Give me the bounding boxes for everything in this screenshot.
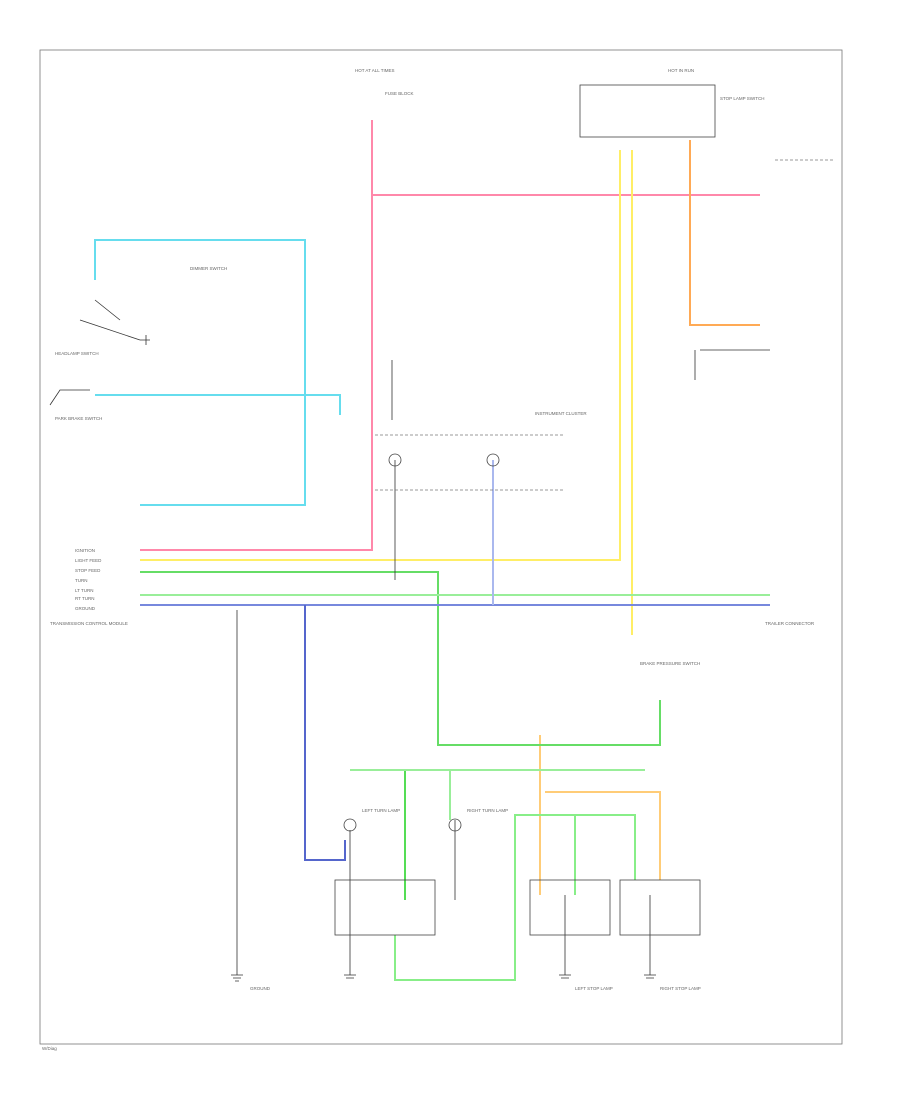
brake-pressure-switch-label: BRAKE PRESSURE SWITCH xyxy=(640,661,700,666)
ground-icon xyxy=(140,335,656,982)
right-turn-label: RIGHT TURN LAMP xyxy=(467,808,508,813)
connector-row: LT TURN xyxy=(75,588,94,593)
right-stop-label: RIGHT STOP LAMP xyxy=(660,986,701,991)
left-turn-bulb-icon xyxy=(343,818,357,832)
blue-wire xyxy=(140,460,770,861)
cyan-wire xyxy=(94,239,341,506)
right-turn-bulb-icon xyxy=(448,818,462,832)
left-turn-label: LEFT TURN LAMP xyxy=(362,808,400,813)
pink-wire xyxy=(140,120,760,551)
indicator-bulb-2-icon xyxy=(486,453,500,467)
connector-rows: IGNITION LIGHT FEED STOP FEED TURN LT TU… xyxy=(75,548,102,611)
stoplamp-switch-box xyxy=(579,84,716,138)
stoplamp-switch-label: STOP LAMP SWITCH xyxy=(720,96,765,101)
lamp-module-right xyxy=(619,879,701,936)
left-stop-label: LEFT STOP LAMP xyxy=(575,986,613,991)
orange-wire xyxy=(539,140,760,895)
indicator-bulb-icon xyxy=(388,453,402,467)
headlamp-switch-label: HEADLAMP SWITCH xyxy=(55,351,99,356)
ground-label: GROUND xyxy=(250,986,271,991)
connector-row: GROUND xyxy=(75,606,96,611)
connector-row: IGNITION xyxy=(75,548,95,553)
connector-row: RT TURN xyxy=(75,596,95,601)
connector-row: LIGHT FEED xyxy=(75,558,102,563)
connector-row: STOP FEED xyxy=(75,568,101,573)
connector-row: TURN xyxy=(75,578,88,583)
yellow-wire xyxy=(140,150,633,635)
hot-in-run-label: HOT IN RUN xyxy=(668,68,694,73)
instrument-cluster-label: INSTRUMENT CLUSTER xyxy=(535,411,587,416)
trailer-connector-label: TRAILER CONNECTOR xyxy=(765,621,815,626)
lamp-module-mid xyxy=(529,879,611,936)
green-wire xyxy=(140,571,770,981)
black-wires xyxy=(49,299,770,965)
transmission-module-label: TRANSMISSION CONTROL MODULE xyxy=(50,621,128,626)
lamp-module-left xyxy=(334,879,436,936)
hot-at-all-times-label: HOT AT ALL TIMES xyxy=(355,68,395,73)
park-brake-switch-label: PARK BRAKE SWITCH xyxy=(55,416,102,421)
page-ref: W/Diag xyxy=(42,1046,57,1051)
dimmer-switch-label: DIMMER SWITCH xyxy=(190,266,227,271)
fuse-block-label: FUSE BLOCK xyxy=(385,91,414,96)
diagram-frame xyxy=(39,49,843,1045)
